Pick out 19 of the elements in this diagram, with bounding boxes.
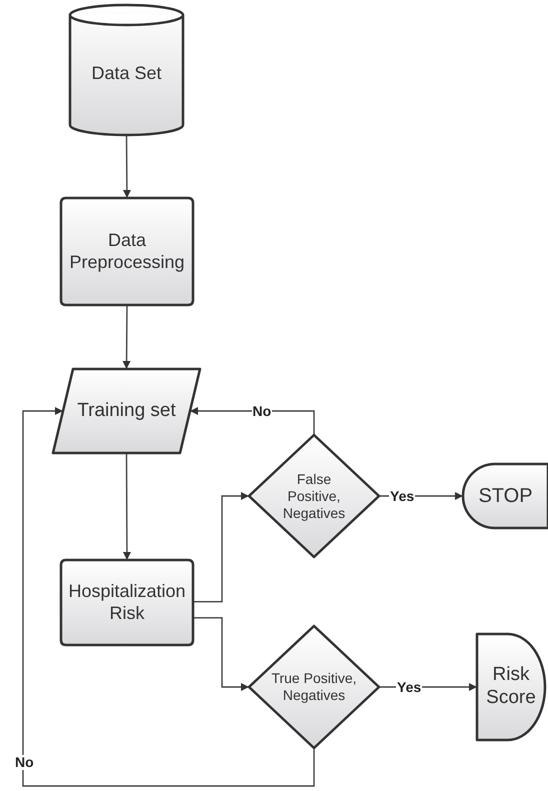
node-label: STOP	[477, 484, 534, 508]
arrow	[122, 135, 131, 198]
node-label: Risk Score	[485, 664, 537, 710]
node-label: True Positive, Negatives	[270, 670, 358, 704]
arrow	[122, 453, 131, 560]
arrow	[122, 305, 131, 369]
arrow	[193, 492, 249, 602]
edge-label: No	[14, 754, 35, 770]
node-label: Hospitalization Risk	[67, 581, 187, 624]
node-label: Data Set	[90, 63, 163, 85]
arrow	[190, 407, 315, 435]
node-label: Data Preprocessing	[68, 230, 186, 274]
node-label: Training set	[76, 400, 177, 422]
edge-label: No	[252, 404, 272, 419]
node-label: False Positive, Negatives	[282, 471, 346, 522]
edge-label: Yes	[396, 680, 422, 695]
arrow	[193, 617, 249, 691]
edge-label: Yes	[389, 488, 416, 504]
arrow	[22, 407, 315, 787]
